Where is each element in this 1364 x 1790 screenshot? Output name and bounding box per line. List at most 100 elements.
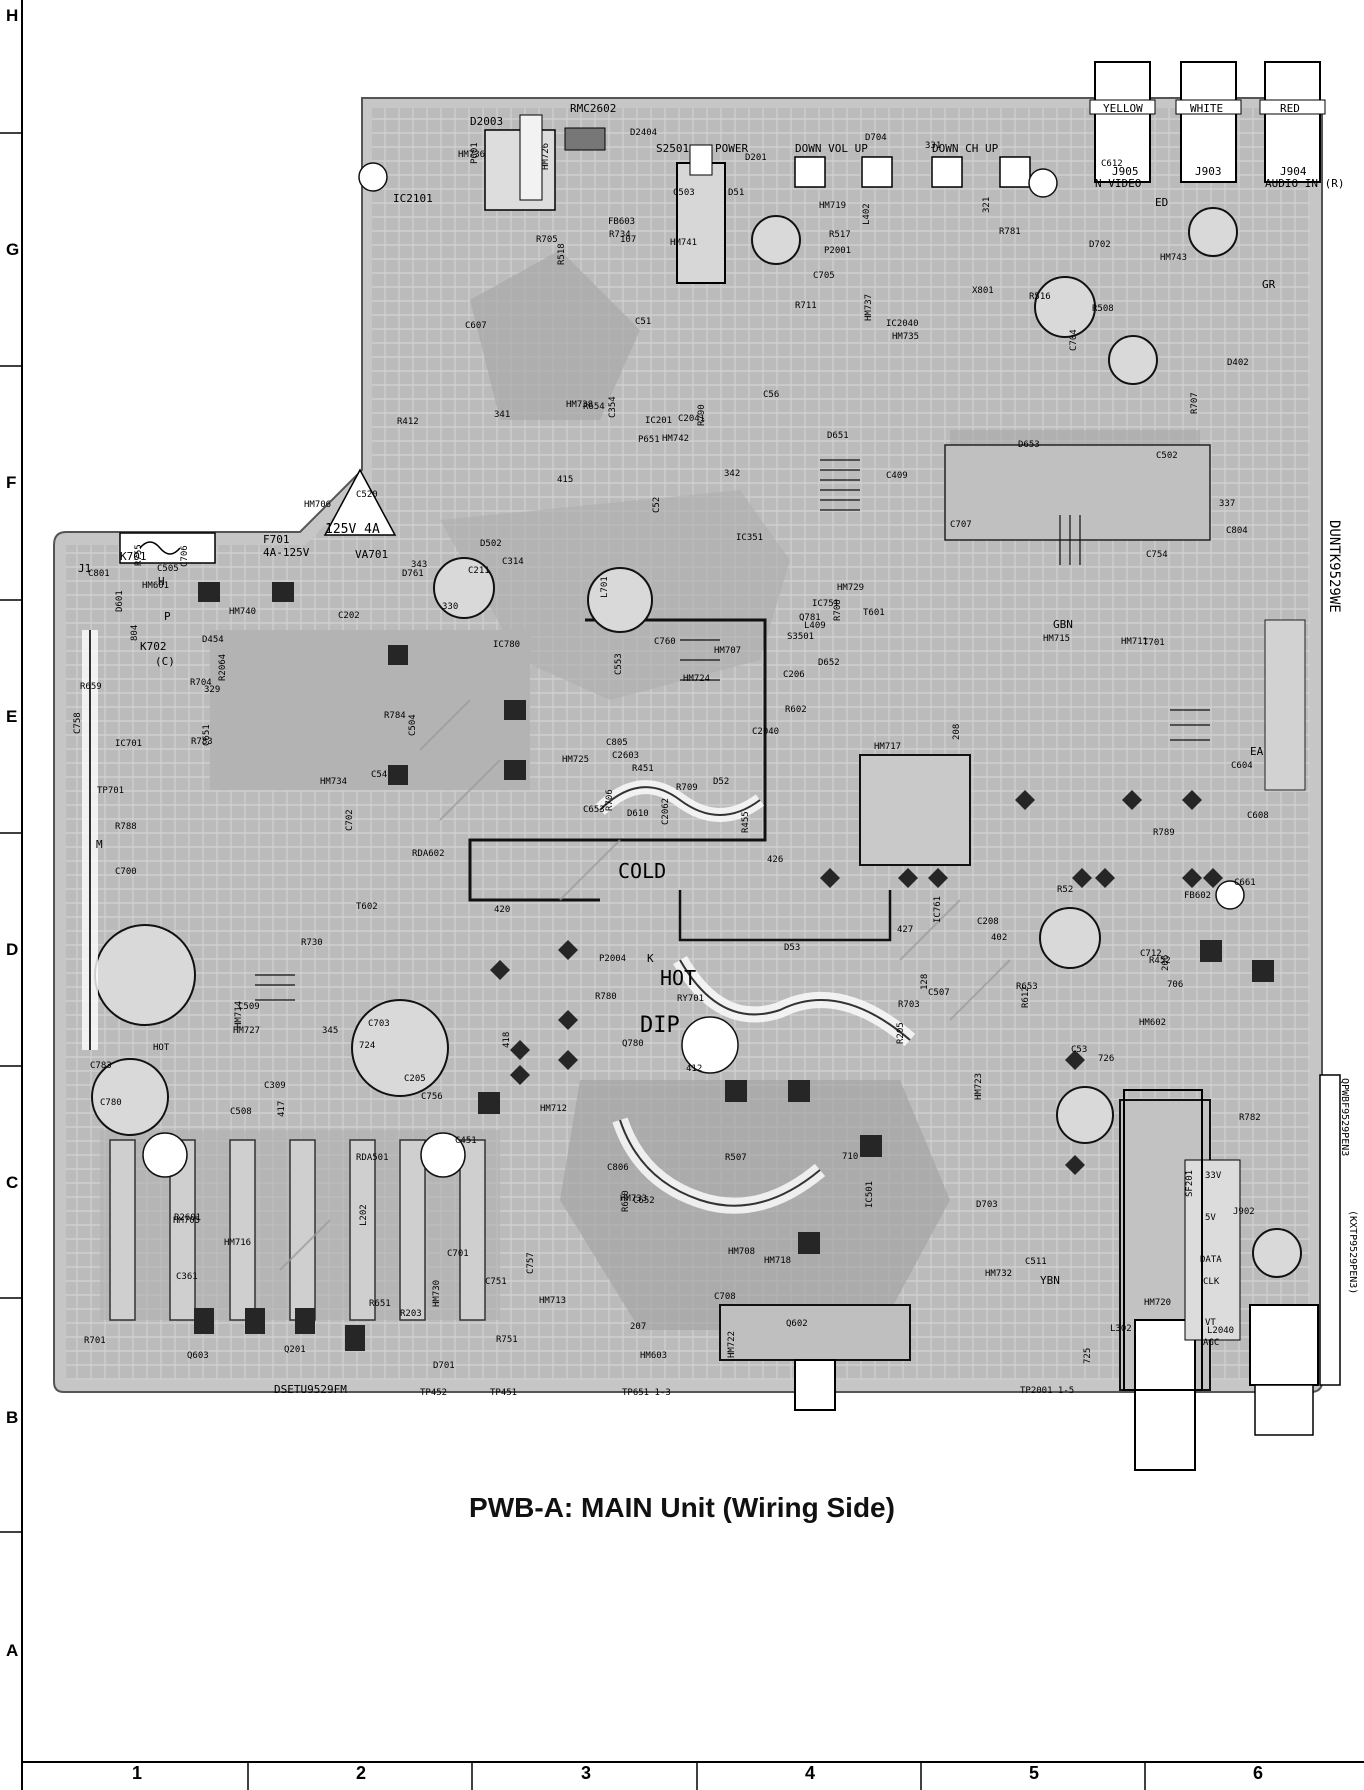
component-ref-label: C608 [1247, 811, 1269, 821]
label-yellow: YELLOW [1103, 102, 1143, 115]
component-ref-label: IC2040 [886, 319, 919, 329]
label-red: RED [1280, 102, 1300, 115]
component-ref-label: R704 [190, 678, 212, 688]
component-ref-label: HM725 [562, 755, 589, 765]
component-ref-label: HM713 [539, 1296, 566, 1306]
component-ref-label: 331 [925, 141, 941, 151]
component-ref-label: R508 [1092, 304, 1114, 314]
component-ref-label: Q603 [187, 1351, 209, 1361]
label-f701: F701 [263, 533, 290, 546]
component-ref-label: 343 [411, 560, 427, 570]
component-ref-label: R751 [496, 1335, 518, 1345]
diagram-caption: PWB-A: MAIN Unit (Wiring Side) [469, 1492, 895, 1523]
component-ref-label: HOT [153, 1043, 170, 1053]
component-ref-label: C52 [652, 497, 662, 513]
switch-ch-up [999, 156, 1031, 188]
component-ref-label: R203 [400, 1309, 422, 1319]
switch-vol-up [861, 156, 893, 188]
component-ref-label: HM717 [874, 742, 901, 752]
component-ref-label: HM732 [985, 1269, 1012, 1279]
component-ref-label: HM714 [234, 1001, 244, 1028]
component-ref-label: HM723 [974, 1073, 984, 1100]
label-ed: ED [1155, 196, 1168, 209]
component-ref-label: 321 [982, 197, 992, 213]
col-label-4: 4 [804, 1763, 815, 1783]
component-ref-label: R2601 [174, 1213, 201, 1223]
component-ref-label: D502 [480, 539, 502, 549]
component-ref-label: P2004 [599, 954, 626, 964]
component-ref-label: C704 [1069, 329, 1079, 351]
component-ref-label: HM718 [764, 1256, 791, 1266]
component-ref-label: C701 [447, 1249, 469, 1259]
component-ref-label: HM736 [458, 150, 485, 160]
component-ref-label: C208 [977, 917, 999, 927]
component-ref-label: R707 [1190, 392, 1200, 414]
component-ref-label: D52 [713, 777, 729, 787]
col-label-6: 6 [1252, 1763, 1263, 1783]
component-ref-label: 726 [1098, 1054, 1114, 1064]
component-ref-label: C805 [606, 738, 628, 748]
component-ref-label: 724 [359, 1041, 375, 1051]
component-ref-label: R651 [369, 1299, 391, 1309]
side-data: DATA [1200, 1255, 1222, 1265]
switch-vol-down [794, 156, 826, 188]
component-ref-label: 107 [620, 235, 636, 245]
label-hot: HOT [660, 966, 696, 990]
component-ref-label: C706 [180, 545, 190, 567]
heatsink-fins [109, 1139, 486, 1321]
component-ref-label: R620 [621, 1190, 631, 1212]
flyback-transformer [719, 1304, 911, 1361]
component-ref-label: R517 [829, 230, 851, 240]
component-ref-label: D201 [745, 153, 767, 163]
component-ref-label: C508 [230, 1107, 252, 1117]
component-ref-label: D402 [1227, 358, 1249, 368]
col-label-1: 1 [131, 1763, 142, 1783]
component-ref-label: R755 [134, 544, 144, 566]
component-ref-label: R412 [397, 417, 419, 427]
label-f701-rating: 4A-125V [263, 546, 310, 559]
component-ref-label: C206 [783, 670, 805, 680]
component-ref-label: C553 [614, 653, 624, 675]
label-dip: DIP [640, 1013, 680, 1038]
component-ref-label: R734 [609, 230, 631, 240]
label-gbn: GBN [1053, 618, 1073, 631]
component-ref-label: 342 [724, 469, 740, 479]
component-ref-label: Q201 [284, 1345, 306, 1355]
component-ref-label: C754 [1146, 550, 1168, 560]
component-ref-label: L701 [600, 576, 610, 598]
rotated-duntk: DUNTK9529WE [1326, 520, 1342, 613]
component-ref-label: L202 [359, 1204, 369, 1226]
label-fuse: 125V 4A [325, 522, 380, 537]
col-label-3: 3 [580, 1763, 591, 1783]
component-ref-label: C708 [714, 1292, 736, 1302]
component-ref-label: C202 [338, 611, 360, 621]
component-ref-label: FB603 [608, 217, 635, 227]
component-ref-label: HM742 [662, 434, 689, 444]
component-ref-label: HM726 [541, 143, 551, 170]
rotated-kxtp: (KXTP9529PEN3) [1347, 1210, 1358, 1294]
component-ref-label: HM729 [837, 583, 864, 593]
label-k: K [647, 952, 654, 965]
component-ref-label: R653 [1016, 982, 1038, 992]
component-ref-label: C354 [608, 396, 618, 418]
component-ref-label: R781 [999, 227, 1021, 237]
component-ref-label: HM707 [714, 646, 741, 656]
component-ref-label: IC701 [115, 739, 142, 749]
label-ybn: YBN [1040, 1274, 1060, 1287]
component-ref-label: 706 [1167, 980, 1183, 990]
component-ref-label: R780 [595, 992, 617, 1002]
label-k702: K702 [140, 640, 167, 653]
component-ref-label: P601 [470, 142, 480, 164]
diamond-pads [490, 790, 1223, 1175]
row-label-d: D [6, 940, 19, 959]
component-ref-label: C511 [1025, 1257, 1047, 1267]
label-d2003: D2003 [470, 115, 503, 128]
resistor-grid [255, 459, 1210, 1001]
side-5v: 5V [1205, 1213, 1216, 1223]
component-ref-label: HM601 [142, 581, 169, 591]
component-ref-label: C2603 [612, 751, 639, 761]
component-ref-label: C651 [202, 724, 212, 746]
component-ref-label: D651 [827, 431, 849, 441]
col-label-2: 2 [355, 1763, 366, 1783]
component-ref-label: R730 [301, 938, 323, 948]
